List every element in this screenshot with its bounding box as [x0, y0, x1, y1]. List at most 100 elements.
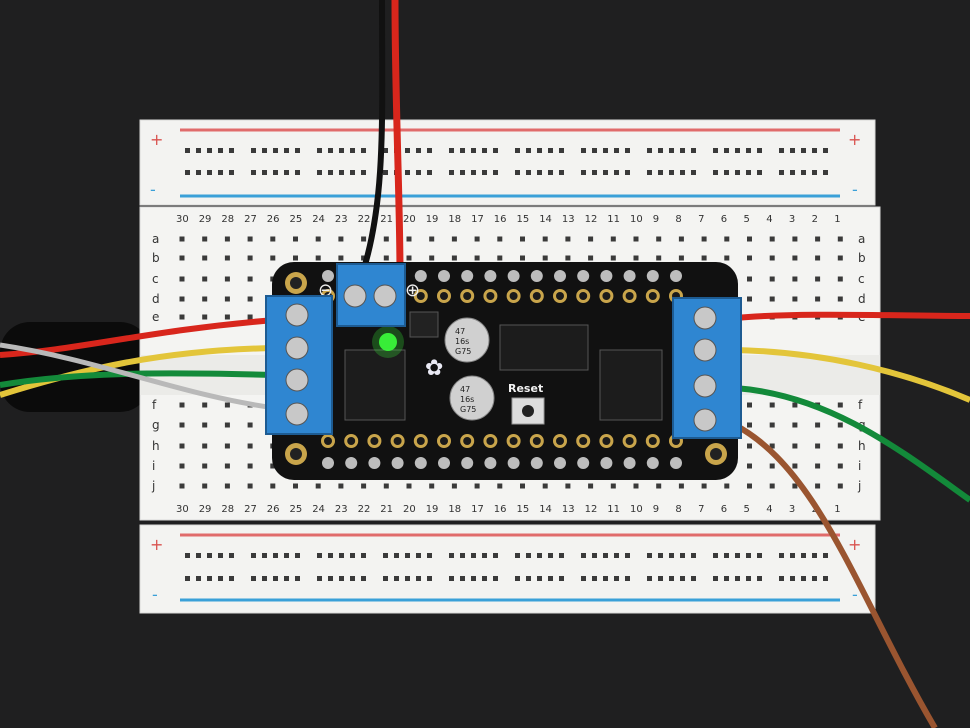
- screw-terminal[interactable]: [285, 368, 309, 392]
- tie-point-hole: [270, 463, 276, 469]
- reset-label: Reset: [508, 382, 543, 395]
- rail-hole: [361, 553, 366, 558]
- rail-hole: [207, 170, 212, 175]
- rail-hole: [339, 170, 344, 175]
- rail-hole: [295, 553, 300, 558]
- rail-hole: [559, 148, 564, 153]
- reset-button-cap[interactable]: [522, 405, 534, 417]
- tie-point-hole: [837, 422, 843, 428]
- screw-terminal[interactable]: [693, 338, 717, 362]
- tie-point-hole: [678, 483, 684, 489]
- rail-hole: [416, 553, 421, 558]
- tie-point-hole: [224, 276, 230, 282]
- rail-hole: [790, 148, 795, 153]
- column-number: 4: [766, 504, 772, 515]
- tie-point-hole: [769, 422, 775, 428]
- rail-hole: [680, 148, 685, 153]
- column-number: 26: [267, 214, 280, 225]
- rail-hole: [548, 148, 553, 153]
- tie-point-hole: [747, 463, 752, 469]
- rail-hole: [482, 553, 487, 558]
- tie-point-hole: [224, 236, 230, 242]
- tie-point-hole: [202, 255, 208, 261]
- tie-point-hole: [383, 255, 389, 261]
- tie-point-hole: [224, 463, 230, 469]
- screw-terminal[interactable]: [285, 303, 309, 327]
- rail-hole: [328, 576, 333, 581]
- tie-point-hole: [451, 236, 457, 242]
- row-letter: j: [857, 479, 861, 493]
- rail-hole: [427, 553, 432, 558]
- tie-point-hole: [815, 236, 821, 242]
- rail-hole: [196, 576, 201, 581]
- tie-point-hole: [202, 276, 208, 282]
- tie-point-hole: [179, 276, 185, 282]
- column-number: 6: [721, 214, 727, 225]
- header-pin: [507, 457, 520, 469]
- rail-plus-sign: +: [848, 130, 861, 149]
- tie-point-hole: [656, 255, 662, 261]
- rail-hole: [350, 553, 355, 558]
- rail-hole: [801, 576, 806, 581]
- rail-hole: [658, 553, 663, 558]
- tie-point-hole: [747, 483, 752, 489]
- tie-point-hole: [429, 483, 435, 489]
- rail-hole: [361, 148, 366, 153]
- rail-hole: [273, 553, 278, 558]
- tie-point-hole: [633, 236, 639, 242]
- row-letter: b: [858, 251, 866, 265]
- rail-minus-sign: -: [152, 585, 158, 604]
- screw-terminal[interactable]: [285, 336, 309, 360]
- rail-hole: [592, 553, 597, 558]
- column-number: 19: [426, 504, 439, 515]
- column-number: 3: [789, 504, 795, 515]
- rail-hole: [328, 170, 333, 175]
- rail-hole: [229, 553, 234, 558]
- tie-point-hole: [497, 255, 503, 261]
- screw-terminal[interactable]: [693, 374, 717, 398]
- regulator-chip: [409, 311, 439, 338]
- rail-hole: [416, 148, 421, 153]
- rail-hole: [658, 170, 663, 175]
- capacitor-marking: 16s: [460, 395, 474, 404]
- rail-hole: [295, 170, 300, 175]
- rail-hole: [471, 576, 476, 581]
- screw-terminal[interactable]: [285, 402, 309, 426]
- column-number: 3: [789, 214, 795, 225]
- black-ground-wire: [359, 0, 386, 276]
- rail-hole: [625, 576, 630, 581]
- screw-terminal[interactable]: [693, 306, 717, 330]
- screw-terminal[interactable]: [343, 284, 367, 308]
- rail-hole: [812, 148, 817, 153]
- row-letter: e: [152, 310, 159, 324]
- rail-hole: [350, 576, 355, 581]
- tie-point-hole: [815, 255, 821, 261]
- tie-point-hole: [724, 236, 730, 242]
- rail-hole: [537, 148, 542, 153]
- rail-plus-sign: +: [150, 130, 163, 149]
- rail-hole: [823, 148, 828, 153]
- row-letter: j: [151, 479, 155, 493]
- tie-point-hole: [179, 236, 185, 242]
- column-number: 10: [630, 214, 643, 225]
- rail-hole: [647, 553, 652, 558]
- screw-terminal[interactable]: [373, 284, 397, 308]
- rail-hole: [801, 148, 806, 153]
- tie-point-hole: [747, 296, 752, 302]
- rail-hole: [427, 148, 432, 153]
- header-pin: [461, 270, 474, 282]
- screw-terminal[interactable]: [693, 408, 717, 432]
- rail-hole: [735, 576, 740, 581]
- tie-point-hole: [247, 255, 253, 261]
- rail-hole: [218, 576, 223, 581]
- tie-point-hole: [815, 483, 821, 489]
- tie-point-hole: [837, 463, 843, 469]
- rail-hole: [735, 170, 740, 175]
- column-number: 23: [335, 504, 348, 515]
- rail-hole: [273, 576, 278, 581]
- top-power-rail: + - + -: [139, 119, 876, 206]
- header-pin: [484, 457, 497, 469]
- tie-point-hole: [406, 255, 412, 261]
- rail-hole: [361, 576, 366, 581]
